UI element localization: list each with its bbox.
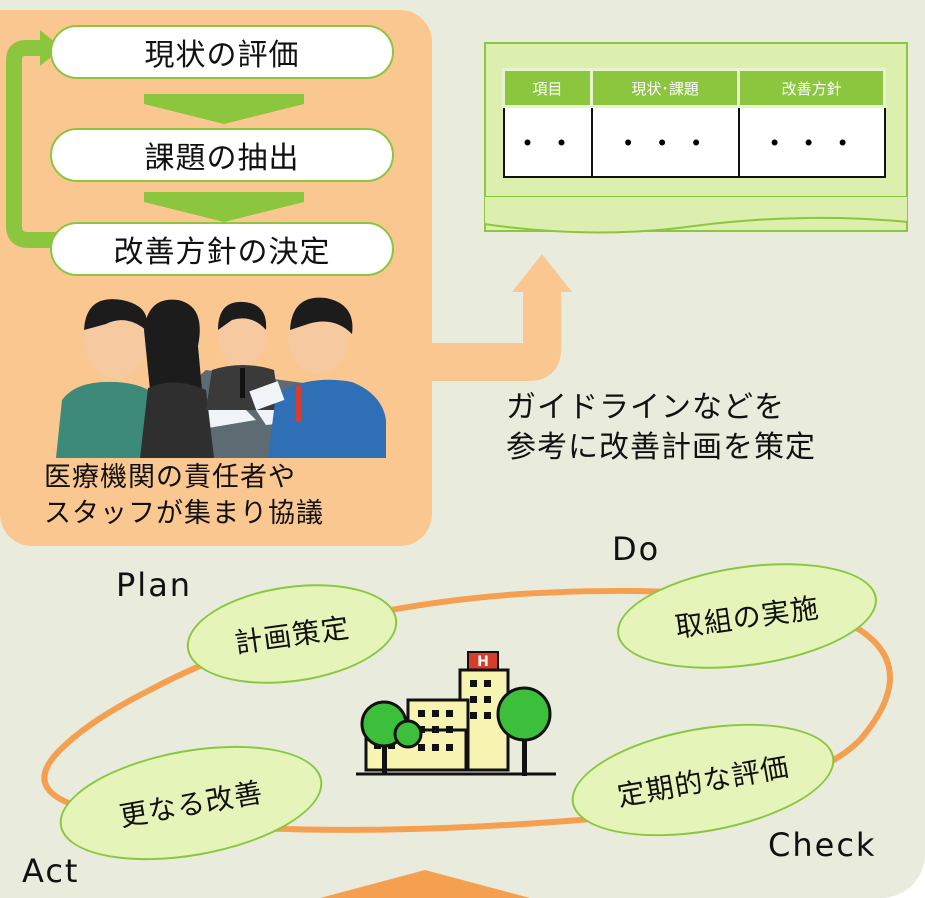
arrow-bar-2 (144, 192, 304, 202)
cell-item: ・・ (502, 105, 593, 178)
caption-line-1: 医療機関の責任者や (44, 462, 296, 493)
check-label: Check (768, 826, 877, 864)
orange-up-arrow (430, 254, 572, 381)
step-current-evaluation: 現状の評価 (50, 25, 394, 79)
caption-line-2: スタッフが集まり協議 (44, 498, 324, 529)
arrow-bar-1 (144, 94, 304, 104)
do-label: Do (612, 530, 661, 568)
header-item: 項目 (501, 68, 594, 108)
plan-label: Plan (116, 566, 193, 604)
hospital-illustration: H (356, 651, 556, 776)
down-arrow-1 (144, 104, 304, 124)
document-curl (484, 196, 908, 234)
bottom-orange-arrow (320, 870, 530, 898)
down-arrow-2 (144, 202, 304, 222)
plan-table: 項目 現状･課題 改善方針 ・・ ・・・ ・・・ (501, 68, 886, 178)
guideline-line-1: ガイドラインなどを (506, 390, 785, 425)
meeting-illustration (56, 297, 386, 458)
step-issue-extraction: 課題の抽出 (50, 128, 394, 182)
step-policy-decision: 改善方針の決定 (50, 222, 394, 276)
svg-text:H: H (477, 654, 489, 670)
header-status-issue: 現状･課題 (590, 68, 741, 108)
act-label: Act (22, 852, 80, 890)
cell-improvement-policy: ・・・ (737, 105, 886, 178)
guideline-line-2: 参考に改善計画を策定 (506, 430, 816, 465)
cell-status-issue: ・・・ (590, 105, 740, 178)
header-improvement-policy: 改善方針 (737, 68, 886, 108)
